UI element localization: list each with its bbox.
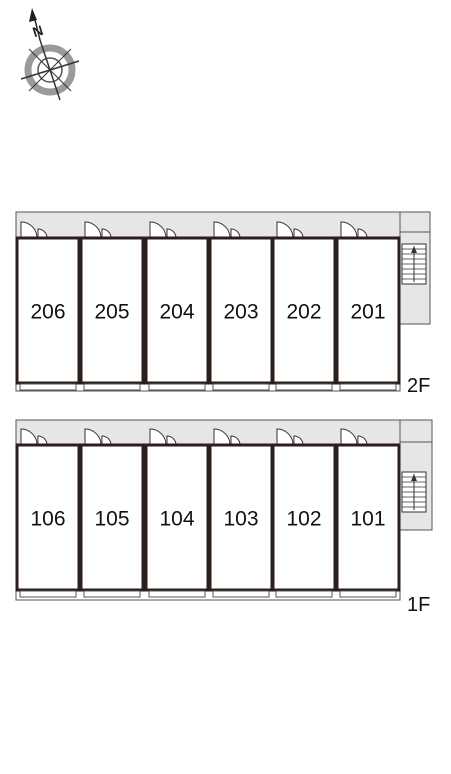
unit-label: 206 [30,301,65,324]
floor-2f: 206 205 204 203 202 201 2F [15,211,431,397]
unit-box [271,443,337,592]
unit-103: 103 [208,428,274,598]
unit-101: 101 [335,428,401,598]
unit-203: 203 [208,221,274,391]
unit-label: 103 [223,508,258,531]
unit-box [335,236,401,385]
balcony [83,590,141,598]
unit-label: 201 [350,301,385,324]
unit-box [15,443,81,592]
unit-105: 105 [79,428,145,598]
north-arrow-icon [29,8,37,22]
unit-box [271,236,337,385]
unit-label: 202 [286,301,321,324]
unit-202: 202 [271,221,337,391]
compass-rose-icon: N [20,8,80,101]
door-icon [340,221,368,239]
balcony [212,383,270,391]
unit-label: 204 [159,301,194,324]
unit-206: 206 [15,221,81,391]
balcony [339,383,397,391]
floor-label: 1F [407,594,430,616]
unit-box [208,236,274,385]
unit-label: 106 [30,508,65,531]
unit-box [79,443,145,592]
door-icon [276,221,304,239]
unit-box [144,443,210,592]
unit-box [335,443,401,592]
unit-label: 205 [94,301,129,324]
door-icon [276,428,304,446]
unit-label: 102 [286,508,321,531]
balcony [275,383,333,391]
unit-box [144,236,210,385]
door-icon [20,221,48,239]
unit-102: 102 [271,428,337,598]
unit-201: 201 [335,221,401,391]
unit-box [15,236,81,385]
unit-205: 205 [79,221,145,391]
unit-label: 105 [94,508,129,531]
staircase-icon [401,471,427,513]
balcony [212,590,270,598]
balcony [275,590,333,598]
unit-106: 106 [15,428,81,598]
north-label: N [30,22,45,40]
unit-label: 101 [350,508,385,531]
unit-box [79,236,145,385]
balcony [148,383,206,391]
floor-1f: 106 105 104 103 102 101 1F [15,419,433,616]
balcony [19,383,77,391]
door-icon [149,428,177,446]
floor-label: 2F [407,375,430,397]
unit-label: 203 [223,301,258,324]
unit-204: 204 [144,221,210,391]
unit-label: 104 [159,508,194,531]
balcony [339,590,397,598]
door-icon [340,428,368,446]
staircase-icon [401,243,427,285]
door-icon [84,428,112,446]
door-icon [213,428,241,446]
unit-104: 104 [144,428,210,598]
balcony [83,383,141,391]
balcony [148,590,206,598]
door-icon [213,221,241,239]
balcony [19,590,77,598]
